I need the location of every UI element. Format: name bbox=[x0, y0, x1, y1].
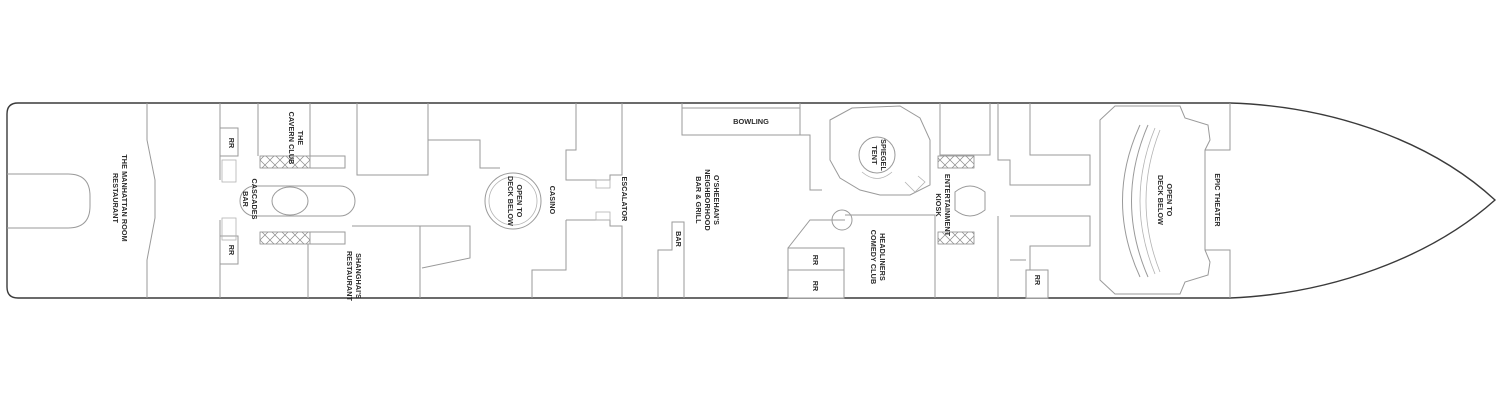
label-cavern-club-line2: CAVERN CLUB bbox=[287, 112, 296, 165]
label-spiegel-tent-line2: TENT bbox=[870, 145, 879, 165]
restroom-aft-top bbox=[219, 127, 239, 157]
label-manhattan-room-line2: RESTAURANT bbox=[111, 173, 120, 223]
label-cascades-bar-line1: CASCADES bbox=[250, 178, 259, 219]
label-open-casino-line1: OPEN TO bbox=[515, 185, 524, 218]
spiegel-tent-stage bbox=[858, 136, 896, 174]
casino-atrium bbox=[484, 172, 542, 230]
label-restroom-mid-lower: RR bbox=[811, 281, 820, 292]
label-open-casino-line2: DECK BELOW bbox=[506, 176, 515, 226]
label-epic-theater: EPIC THEATER bbox=[1213, 173, 1222, 227]
label-open-epic-line2: DECK BELOW bbox=[1156, 175, 1165, 225]
label-entertainment-kiosk-line2: KIOSK bbox=[934, 193, 943, 217]
label-cascades-bar-line2: BAR bbox=[241, 191, 250, 208]
label-headliners-line2: COMEDY CLUB bbox=[869, 230, 878, 284]
restroom-mid-lower bbox=[787, 269, 845, 299]
ship-hull bbox=[6, 102, 1497, 299]
restroom-aft-bottom bbox=[219, 235, 239, 265]
label-osheehans-line2: NEIGHBORHOOD bbox=[703, 169, 712, 231]
label-entertainment-kiosk-line1: ENTERTAINMENT bbox=[943, 174, 952, 237]
label-bar: BAR bbox=[674, 231, 683, 248]
label-bowling: BOWLING bbox=[733, 117, 769, 126]
midship-section bbox=[787, 103, 1091, 299]
label-restroom-aft-bottom: RR bbox=[227, 245, 236, 256]
aft-section bbox=[7, 103, 500, 298]
label-open-epic-line1: OPEN TO bbox=[1165, 184, 1174, 217]
casino-section bbox=[484, 103, 822, 298]
label-manhattan-room-line1: THE MANHATTAN ROOM bbox=[120, 154, 129, 241]
label-osheehans-line1: O'SHEEHAN'S bbox=[712, 175, 721, 225]
label-cavern-club-line1: THE bbox=[296, 131, 305, 146]
label-headliners-line1: HEADLINERS bbox=[878, 233, 887, 281]
epic-theater-section bbox=[1099, 103, 1231, 298]
label-spiegel-tent-line1: SPIEGEL bbox=[879, 139, 888, 171]
restroom-fwd bbox=[1025, 269, 1049, 299]
label-escalator: ESCALATOR bbox=[620, 177, 629, 223]
label-casino: CASINO bbox=[548, 186, 557, 215]
label-restroom-aft-top: RR bbox=[227, 138, 236, 149]
label-restroom-mid-upper: RR bbox=[811, 255, 820, 266]
label-osheehans-line3: BAR & GRILL bbox=[694, 176, 703, 224]
label-shanghais-line2: RESTAURANT bbox=[345, 251, 354, 301]
label-shanghais-line1: SHANGHAI'S bbox=[354, 253, 363, 299]
label-restroom-fwd: RR bbox=[1033, 275, 1042, 286]
